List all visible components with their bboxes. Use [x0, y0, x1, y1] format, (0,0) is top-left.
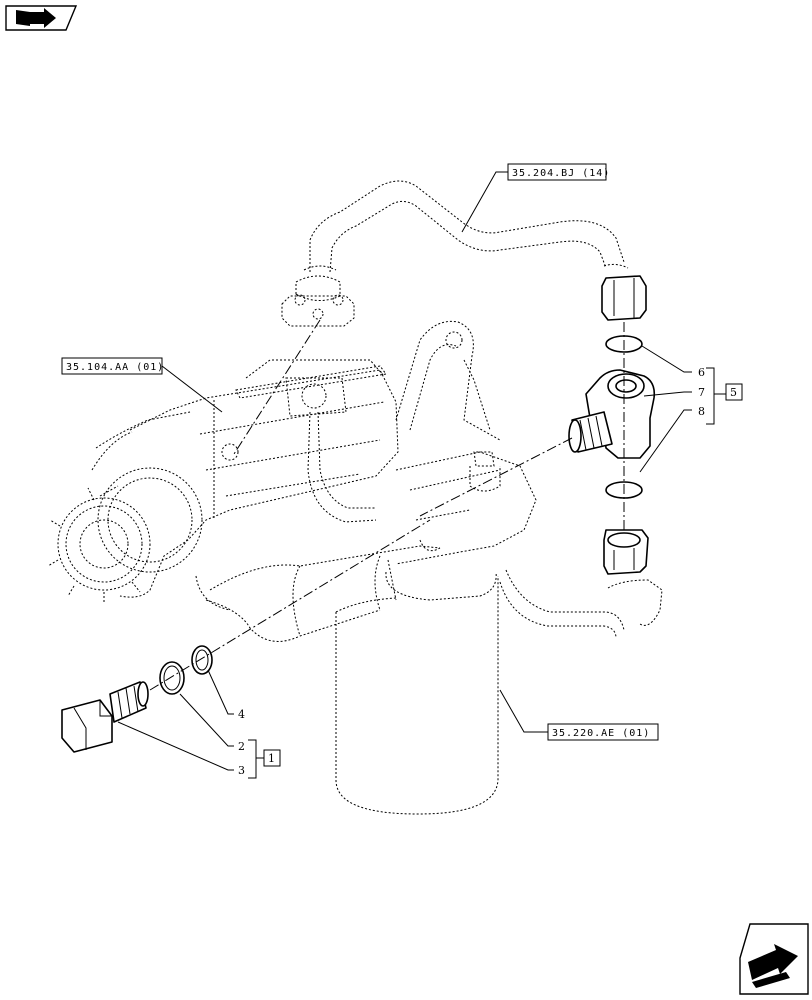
- reference-pump-label: 35.104.AA (01): [66, 362, 164, 373]
- callout-7: 7: [698, 386, 705, 399]
- fuel-line-ghost: [303, 180, 629, 273]
- callout-5: 5: [730, 386, 737, 399]
- elbow-fitting: [568, 275, 656, 575]
- callout-2: 2: [238, 740, 245, 753]
- hose-ghost: [195, 545, 663, 642]
- callout-box-5[interactable]: 5: [725, 383, 743, 401]
- callout-6: 6: [698, 366, 705, 379]
- mounting-bracket-ghost: [395, 320, 501, 441]
- o-rings: [159, 645, 213, 695]
- banjo-fitting: [281, 275, 355, 327]
- assembly-axis-lines: [149, 319, 625, 691]
- fuel-pump-ghost: [91, 359, 399, 598]
- callout-box-1[interactable]: 1: [263, 749, 281, 767]
- filter-head-ghost: [395, 451, 537, 565]
- callout-3: 3: [238, 764, 245, 777]
- reference-fuel-line[interactable]: 35.204.BJ (14): [507, 163, 610, 181]
- reference-filter-label: 35.220.AE (01): [552, 728, 650, 739]
- fuel-filter-ghost: [335, 559, 499, 815]
- leader-lines: [117, 171, 726, 779]
- callout-1: 1: [268, 752, 275, 765]
- callout-8: 8: [698, 405, 705, 418]
- reference-filter[interactable]: 35.220.AE (01): [547, 723, 659, 741]
- pump-gear-ghost: [47, 467, 203, 602]
- plug-screw: [61, 681, 149, 753]
- book-arrow-icon[interactable]: [5, 5, 78, 31]
- reference-pump[interactable]: 35.104.AA (01): [61, 357, 164, 375]
- reference-fuel-line-label: 35.204.BJ (14): [512, 168, 610, 179]
- callout-4: 4: [238, 708, 245, 721]
- next-page-arrow-icon[interactable]: [739, 923, 809, 995]
